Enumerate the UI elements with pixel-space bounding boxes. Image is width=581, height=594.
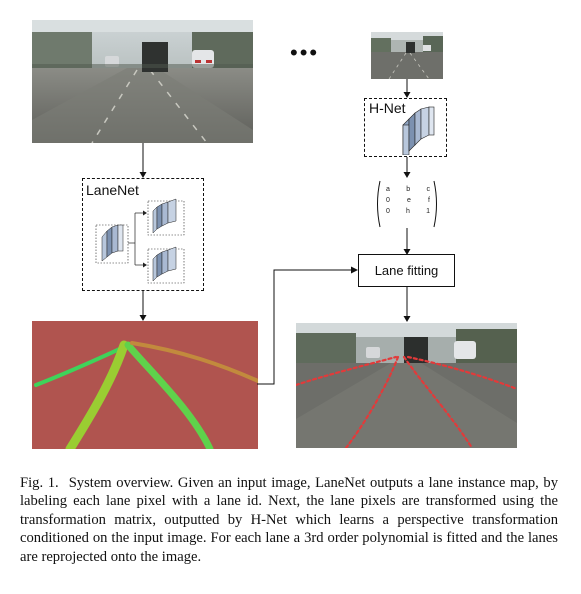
hnet-box: H-Net — [364, 98, 447, 157]
lanenet-title: LaneNet — [86, 182, 139, 198]
matrix-cell: h — [406, 208, 410, 215]
input-image — [32, 20, 253, 143]
matrix-cell: e — [407, 197, 411, 204]
lane-instance-map — [32, 321, 258, 449]
arrow-matrix-to-lanefitting — [403, 228, 411, 255]
matrix-cell: a — [386, 186, 390, 193]
caption-fig-label: Fig. 1. — [20, 475, 59, 491]
ellipsis: ••• — [290, 40, 320, 65]
matrix-cell: 0 — [386, 197, 390, 204]
arrow-input-to-lanenet — [139, 143, 147, 178]
arrow-photo-to-hnet — [403, 79, 411, 98]
matrix-brackets — [377, 180, 437, 228]
hnet-title: H-Net — [369, 100, 406, 116]
matrix-cell: f — [428, 197, 430, 204]
lanenet-box: LaneNet — [82, 178, 204, 291]
matrix-cell: c — [426, 186, 431, 193]
matrix-cell: 0 — [386, 208, 390, 215]
input-image-small — [371, 32, 443, 79]
lanenet-network-icon — [95, 198, 185, 284]
output-image — [296, 323, 517, 448]
hnet-network-icon — [402, 106, 435, 155]
figure-caption: Fig. 1.System overview. Given an input i… — [20, 474, 558, 566]
lane-fitting-box: Lane fitting — [358, 254, 455, 287]
arrow-lanenet-to-map — [139, 291, 147, 321]
matrix-cell: b — [406, 186, 411, 193]
matrix-cell: 1 — [426, 208, 430, 215]
transformation-matrix: a b c 0 e f 0 h 1 — [374, 180, 440, 228]
lane-fitting-label: Lane fitting — [374, 263, 439, 278]
caption-text: System overview. Given an input image, L… — [20, 475, 558, 565]
arrow-hnet-to-matrix — [403, 157, 411, 178]
arrow-map-to-lanefitting — [257, 266, 358, 385]
arrow-lanefitting-to-output — [403, 287, 411, 322]
